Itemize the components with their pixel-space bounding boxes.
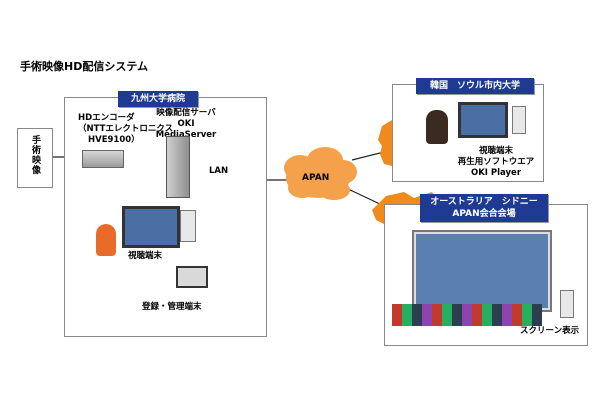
surgery-input-label: 手術映像: [30, 135, 40, 175]
korea-caption-line2: 再生用ソフトウエア: [457, 157, 535, 167]
korea-caption-line1: 視聴端末: [478, 146, 513, 156]
encoder-label-line2: （NTTエレクトロニクス: [78, 124, 174, 134]
person-icon: [96, 224, 116, 256]
korea-monitor-icon: [458, 102, 508, 138]
projection-screen-icon: [414, 232, 550, 310]
australia-header: オーストラリア シドニー APAN会合会場: [420, 194, 548, 222]
australia-pc-icon: [560, 290, 574, 318]
australia-header-line2: APAN会合会場: [452, 209, 516, 219]
korea-person-icon: [426, 110, 448, 144]
viewer-label: 視聴端末: [128, 251, 163, 261]
korea-pc-icon: [512, 106, 526, 134]
apan-cloud: [284, 147, 357, 200]
screen-display-label: スクリーン表示: [520, 326, 580, 336]
pc-tower-icon: [180, 210, 196, 242]
monitor-icon: [122, 206, 180, 248]
lan-label: LAN: [209, 166, 229, 176]
audience-icon: [392, 304, 542, 326]
server-label-line2: OKI MediaServer: [155, 119, 217, 140]
encoder-label-line1: HDエンコーダ: [78, 113, 135, 123]
korea-header: 韓国 ソウル市内大学: [416, 78, 534, 94]
server-label: 映像配信サーバ OKI MediaServer: [146, 108, 226, 141]
australia-header-line1: オーストラリア シドニー: [430, 197, 538, 207]
kyushu-header: 九州大学病院: [118, 91, 198, 107]
apan-label: APAN: [302, 173, 330, 183]
surgery-input-box: 手術映像: [17, 128, 53, 188]
korea-caption: 視聴端末 再生用ソフトウエア OKI Player: [448, 146, 544, 179]
encoder-label-line3: HVE9100）: [88, 135, 140, 145]
korea-caption-line3: OKI Player: [470, 168, 522, 178]
admin-terminal-label: 登録・管理端末: [142, 302, 202, 312]
page-title: 手術映像HD配信システム: [20, 60, 149, 73]
laptop-icon: [176, 266, 208, 288]
link-apan-australia: [345, 187, 383, 206]
encoder-device-icon: [82, 150, 124, 168]
server-tower-icon: [166, 136, 190, 198]
server-label-line1: 映像配信サーバ: [156, 108, 216, 118]
encoder-label: HDエンコーダ （NTTエレクトロニクス HVE9100）: [78, 113, 173, 146]
